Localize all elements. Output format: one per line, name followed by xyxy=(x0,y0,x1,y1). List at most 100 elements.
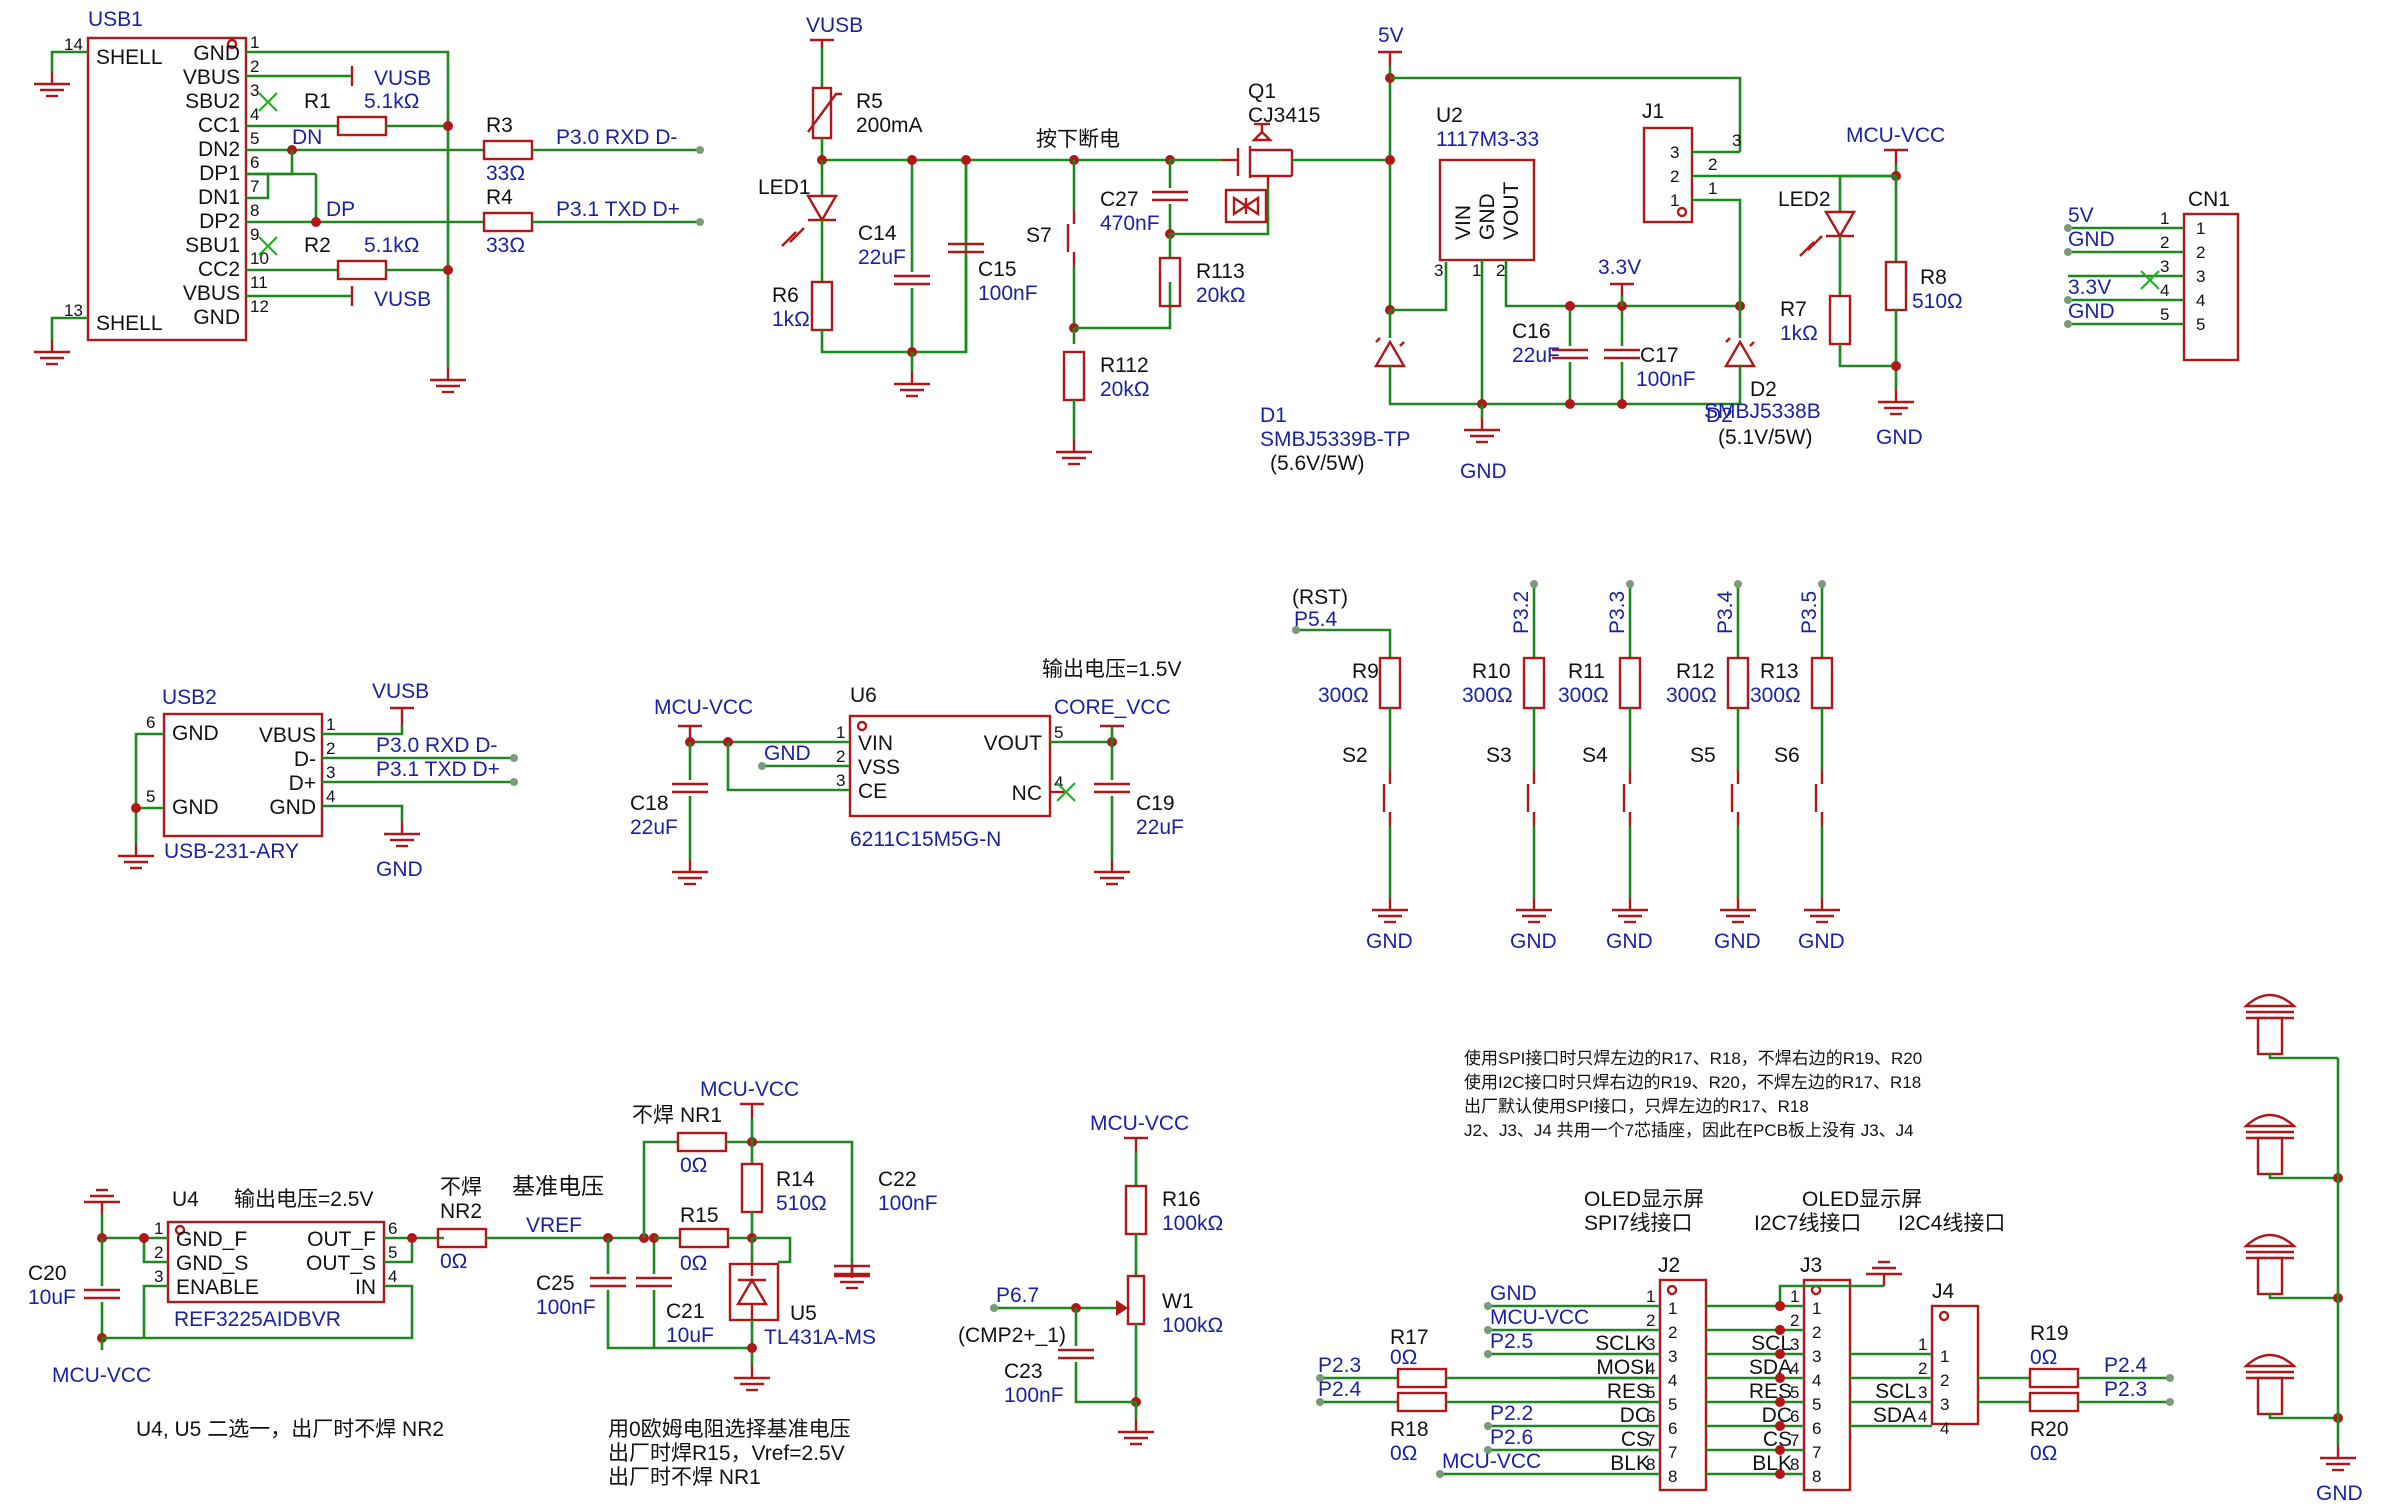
u4-pin-name: IN xyxy=(355,1276,376,1299)
pin-number: 3 xyxy=(1646,1335,1655,1354)
usb2-pin-name: D+ xyxy=(289,772,316,795)
svg-text:出厂时焊R15，Vref=2.5V: 出厂时焊R15，Vref=2.5V xyxy=(608,1442,845,1465)
svg-text:470nF: 470nF xyxy=(1100,212,1160,235)
res-value: 300Ω xyxy=(1666,684,1717,707)
usb1-pin-number: 11 xyxy=(250,273,268,292)
pin-number: 7 xyxy=(1812,1443,1821,1462)
net-label: P2.5 xyxy=(1490,1330,1533,1353)
button-wire xyxy=(1296,628,1392,658)
svg-text:D2: D2 xyxy=(1750,378,1777,401)
pin-number: 1 xyxy=(1790,1287,1799,1306)
u4-pin-name: GND_S xyxy=(176,1252,248,1275)
usb1-pin-number: 6 xyxy=(250,153,259,172)
res-value: 300Ω xyxy=(1462,684,1513,707)
svg-text:100nF: 100nF xyxy=(878,1192,938,1215)
pin-number: 7 xyxy=(1790,1431,1799,1450)
u4-pin-number: 1 xyxy=(154,1219,163,1238)
pin-number: 6 xyxy=(1646,1407,1655,1426)
svg-text:基准电压: 基准电压 xyxy=(512,1173,604,1199)
screw-body xyxy=(2256,1016,2284,1056)
usb2-pin-name: VBUS xyxy=(259,724,316,747)
pin-number: 6 xyxy=(1668,1419,1677,1438)
pin-number: 2 xyxy=(1812,1323,1821,1342)
svg-text:D1: D1 xyxy=(1260,404,1287,427)
net-label: P2.2 xyxy=(1490,1402,1533,1425)
svg-text:(CMP2+_1): (CMP2+_1) xyxy=(958,1324,1066,1347)
svg-text:13: 13 xyxy=(64,301,83,320)
svg-text:(5.6V/5W): (5.6V/5W) xyxy=(1270,452,1365,475)
u4-pin-number: 3 xyxy=(154,1267,163,1286)
cn1-net-end xyxy=(2064,224,2072,232)
junction xyxy=(1775,1349,1785,1359)
u6-pin-name: VIN xyxy=(858,732,893,755)
u6-ldo: U6 6211C15M5G-N 输出电压=1.5V MCU-VCC CORE_V… xyxy=(630,658,1184,886)
svg-text:1kΩ: 1kΩ xyxy=(1780,322,1818,345)
svg-text:VUSB: VUSB xyxy=(806,14,863,37)
mounting-hole xyxy=(2242,1113,2343,1183)
usb1-pin-number: 2 xyxy=(250,57,259,76)
usb1-pin-number: 12 xyxy=(250,297,269,316)
ground-symbol xyxy=(1718,896,1758,924)
pin-number: 4 xyxy=(1646,1359,1655,1378)
led2-section: MCU-VCC LED2 R7 1kΩ R8 510Ω GND xyxy=(1778,124,1963,449)
svg-text:使用I2C接口时只焊右边的R19、R20，不焊左边的R17、: 使用I2C接口时只焊右边的R19、R20，不焊左边的R17、R18 xyxy=(1464,1072,1921,1092)
svg-text:C17: C17 xyxy=(1640,344,1679,367)
svg-text:5: 5 xyxy=(146,787,155,806)
cn1-net-label: GND xyxy=(2068,228,2115,251)
cn1-pin-number: 3 xyxy=(2160,257,2169,276)
svg-text:R112: R112 xyxy=(1100,354,1149,377)
net-end xyxy=(1626,580,1634,588)
screw-head xyxy=(2242,1113,2298,1128)
cn1-pin-number: 1 xyxy=(2160,209,2169,228)
screw-body xyxy=(2256,1376,2284,1416)
usb1-pin-number: 5 xyxy=(250,129,259,148)
svg-text:5.1kΩ: 5.1kΩ xyxy=(364,90,419,113)
svg-text:R6: R6 xyxy=(772,284,799,307)
res-ref: R12 xyxy=(1676,660,1715,683)
pin-number: 7 xyxy=(1646,1431,1655,1450)
svg-text:14: 14 xyxy=(64,35,83,54)
svg-text:1kΩ: 1kΩ xyxy=(772,308,810,331)
switch-ref: S2 xyxy=(1342,744,1368,767)
u4-pin-number: 6 xyxy=(388,1219,397,1238)
usb1-pin-name: GND xyxy=(193,42,240,65)
usb1-pin-name: GND xyxy=(193,306,240,329)
svg-text:C19: C19 xyxy=(1136,792,1175,815)
pin-number: 2 xyxy=(1918,1359,1927,1378)
svg-text:10uF: 10uF xyxy=(666,1324,714,1347)
svg-text:2: 2 xyxy=(1496,261,1505,280)
pin-number: 1 xyxy=(1918,1335,1927,1354)
svg-text:P6.7: P6.7 xyxy=(996,1284,1039,1307)
resistor xyxy=(1378,656,1402,710)
svg-text:0Ω: 0Ω xyxy=(680,1252,707,1275)
usb1-pin-number: 7 xyxy=(250,177,259,196)
junction xyxy=(1775,1469,1785,1479)
pin-number: 5 xyxy=(1812,1395,1821,1414)
svg-text:VUSB: VUSB xyxy=(374,67,431,90)
svg-text:100nF: 100nF xyxy=(1636,368,1696,391)
cn1-pin-number-inner: 3 xyxy=(2196,267,2205,286)
svg-text:R18: R18 xyxy=(1390,1418,1429,1441)
j2-label: RES xyxy=(1607,1380,1650,1403)
svg-text:100nF: 100nF xyxy=(536,1296,596,1319)
gnd-label: GND xyxy=(1510,930,1557,953)
j2-label: MOSI xyxy=(1596,1356,1650,1379)
usb1-pin-number: 1 xyxy=(250,33,259,52)
power-input-section: VUSB R5 200mA LED1 R6 1kΩ C14 22uF C15 1… xyxy=(758,14,1896,483)
junction xyxy=(1775,1421,1785,1431)
j3-label: SCL xyxy=(1751,1332,1792,1355)
j2-label: DC xyxy=(1620,1404,1650,1427)
pin-number: 2 xyxy=(1940,1371,1949,1390)
svg-text:U4, U5 二选一，出厂时不焊 NR2: U4, U5 二选一，出厂时不焊 NR2 xyxy=(136,1418,444,1441)
res-ref: R9 xyxy=(1352,660,1379,683)
svg-text:U2: U2 xyxy=(1436,104,1463,127)
net-end xyxy=(1484,1350,1492,1358)
svg-text:OLED显示屏: OLED显示屏 xyxy=(1584,1188,1704,1211)
resistor xyxy=(1522,656,1546,710)
